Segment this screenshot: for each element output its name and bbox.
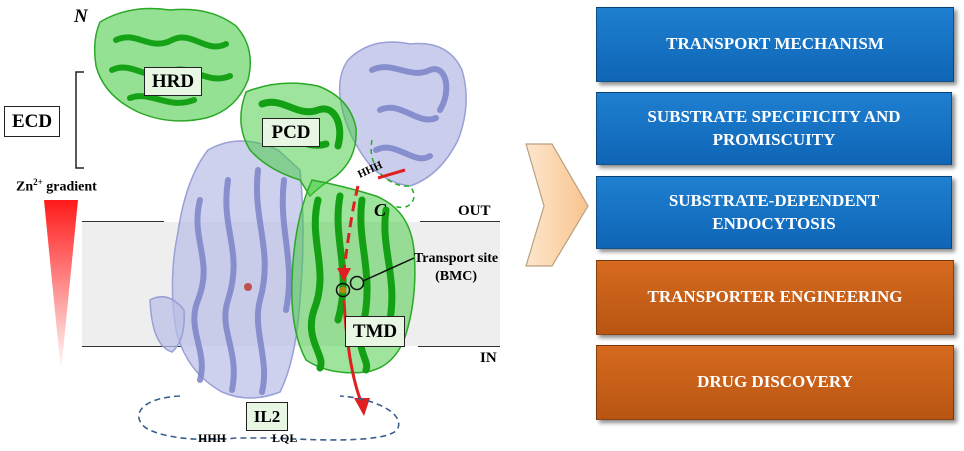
transport-site-pointer <box>362 257 415 282</box>
il2-motif-hhh: HHH <box>198 431 227 445</box>
ecd-bracket <box>75 71 84 169</box>
panel-box-text: DRUG DISCOVERY <box>697 372 853 392</box>
zn-gradient-charge: 2+ <box>33 177 43 187</box>
transport-arrowhead-mid <box>337 268 351 282</box>
transport-arrowhead-bottom <box>354 398 370 416</box>
panel-box-text: SUBSTRATE-DEPENDENT ENDOCYTOSIS <box>668 191 880 233</box>
transport-path-red-top <box>377 168 406 180</box>
structure-figure: N C HRD PCD ECD TMD IL2 Zn2+ gradient OU… <box>4 6 500 445</box>
panel-box-text: TRANSPORT MECHANISM <box>666 34 884 54</box>
lavender-ecd-lobe <box>338 41 467 187</box>
tmd-label: TMD <box>345 316 405 347</box>
chevron-arrow-icon <box>525 143 589 267</box>
membrane-inner-line-right <box>418 346 500 347</box>
out-label: OUT <box>458 203 491 219</box>
zn-gradient-triangle <box>44 200 78 372</box>
ecd-label: ECD <box>4 106 60 137</box>
c-terminus-label: C <box>374 200 387 220</box>
zinc-ion-left <box>244 283 252 291</box>
il2-motif-lql: LQL <box>272 431 298 445</box>
panel-box-text: TRANSPORTER ENGINEERING <box>647 287 903 307</box>
panel-box-transport-mechanism: TRANSPORT MECHANISM <box>596 7 954 82</box>
membrane-outer-line-left <box>82 221 164 222</box>
hrd-label: HRD <box>144 67 202 96</box>
panel-box-drug-discovery: DRUG DISCOVERY <box>596 345 954 420</box>
green-dashed-loop <box>370 139 415 209</box>
panel-box-substrate-endocytosis: SUBSTRATE-DEPENDENT ENDOCYTOSIS <box>596 176 952 249</box>
zn-gradient-prefix: Zn <box>16 179 34 195</box>
transport-site-label: Transport site (BMC) <box>414 250 498 285</box>
transport-path-red-solid <box>342 299 364 405</box>
il2-label: IL2 <box>246 402 288 431</box>
lavender-helices <box>191 64 450 395</box>
membrane-outer-line-right <box>420 221 500 222</box>
il2-dashed-loop <box>138 395 400 441</box>
transport-site-line2: (BMC) <box>435 268 478 284</box>
protein-structure-illustration <box>44 7 467 441</box>
panel-box-text: SUBSTRATE SPECIFICITY AND PROMISCUITY <box>647 107 901 149</box>
n-terminus-label: N <box>74 6 88 27</box>
zn-gradient-suffix: gradient <box>42 179 97 195</box>
transport-site-ring-2 <box>349 275 365 291</box>
zn-gradient-label: Zn2+ gradient <box>16 177 97 196</box>
transport-site-ring <box>335 282 351 298</box>
pcd-label: PCD <box>262 118 320 147</box>
panel-box-substrate-specificity: SUBSTRATE SPECIFICITY AND PROMISCUITY <box>596 92 952 165</box>
in-label: IN <box>480 350 497 366</box>
panel-box-transporter-engineering: TRANSPORTER ENGINEERING <box>596 260 954 335</box>
membrane-inner-line-left <box>82 346 182 347</box>
transport-site-line1: Transport site <box>414 251 499 266</box>
transport-path-red-dashed <box>342 185 360 271</box>
transport-site-ion <box>339 286 347 294</box>
